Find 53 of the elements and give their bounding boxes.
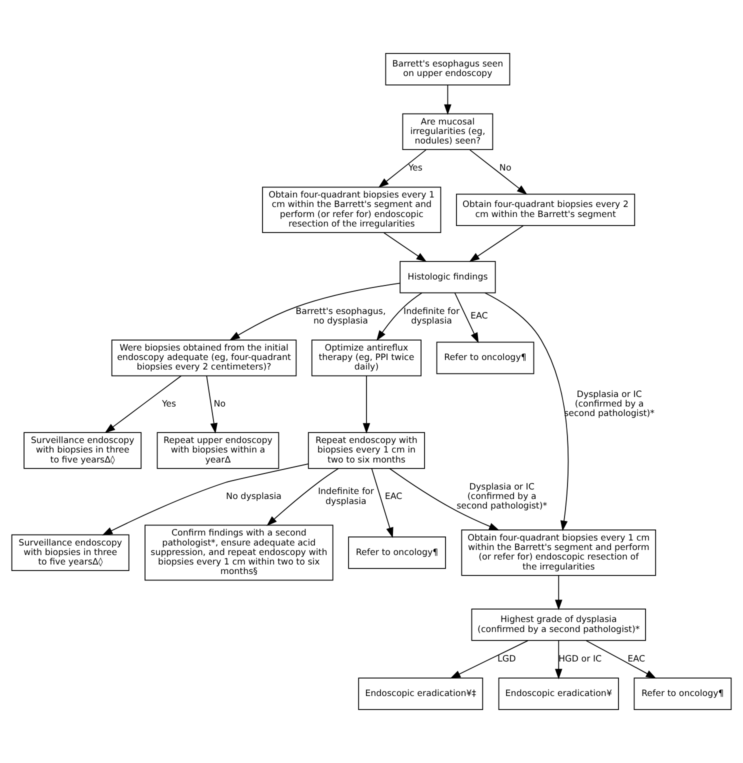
arrow [454,292,479,344]
arrow [484,292,569,532]
arrow [444,84,452,115]
node-box: Confirm findings with a second pathologist*, ensure adequate acid suppression, and repeat endoscopy with biopsies every 1 cm within two to six months§ [144,524,334,581]
arrow [554,640,562,680]
arrow [554,575,562,610]
node-box: Were biopsies obtained from the initial endoscopy adequate (eg, four-quadrant biopsies every 2 centimeters)? [111,340,297,376]
edge-label: No [214,399,226,410]
node-box: Highest grade of dysplasia (confirmed by a second pathologist)* [471,608,646,641]
arrow [102,464,309,536]
arrow [206,375,218,434]
node-box: Histologic findings [400,260,496,294]
node-box: Optimize antireflux therapy (eg, PPI twice daily) [311,340,422,376]
edge-label: EAC [470,312,488,322]
arrow [469,149,528,195]
node-box: Repeat endoscopy with biopsies every 1 cm in two to six months [308,432,425,469]
node-box: Repeat upper endoscopy with biopsies within a yearΔ [156,432,280,469]
edge-label: No [499,164,512,174]
arrow [383,232,427,262]
edge-label: Yes [162,399,176,410]
node-box: Surveillance endoscopy with biopsies in three to five yearsΔ◊ [24,432,142,469]
node-box: Endoscopic eradication¥ [498,678,619,710]
node-box: Refer to oncology¶ [634,678,732,710]
arrow [376,292,422,341]
node-box: Endoscopic eradication¥‡ [358,678,484,710]
arrow [469,225,524,262]
node-box: Obtain four-quadrant biopsies every 1 cm within the Barrett's segment and perform (or refer for) endoscopic resection of the irregularities [461,530,656,576]
node-box: Refer to oncology¶ [348,536,446,569]
edge-label: LGD [498,654,516,664]
edge-label: Indefinite for dysplasia [318,487,374,507]
arrow [371,468,394,538]
edge-label: EAC [628,654,646,664]
arrow [450,640,528,679]
node-box: Obtain four-quadrant biopsies every 1 cm within the Barrett's segment and perform (or refer for) endoscopic resection of the irregularities [262,186,442,233]
edge-label: No dysplasia [226,492,282,502]
node-box: Are mucosal irregularities (eg, nodules) seen? [402,113,494,150]
arrow [586,640,656,679]
node-box: Refer to oncology¶ [436,342,534,374]
edge-label: Yes [408,164,422,174]
arrow [266,468,339,526]
arrow [104,375,182,434]
edge-label: Barrett's esophagus, no dysplasia [296,306,386,326]
node-box: Surveillance endoscopy with biopsies in three to five yearsΔ◊ [11,534,130,572]
arrow [378,149,427,188]
edge-label: Indefinite for dysplasia [404,306,460,326]
edge-label: HGD or IC [558,654,602,664]
edge-label: EAC [384,492,402,502]
edge-label: Dysplasia or IC (confirmed by a second pathologist)* [456,482,548,512]
arrow [389,468,500,530]
node-box: Barrett's esophagus seen on upper endoscopy [385,53,510,86]
arrow [362,375,370,434]
node-box: Obtain four-quadrant biopsies every 2 cm within the Barrett's segment [456,194,636,226]
arrow [229,282,401,340]
